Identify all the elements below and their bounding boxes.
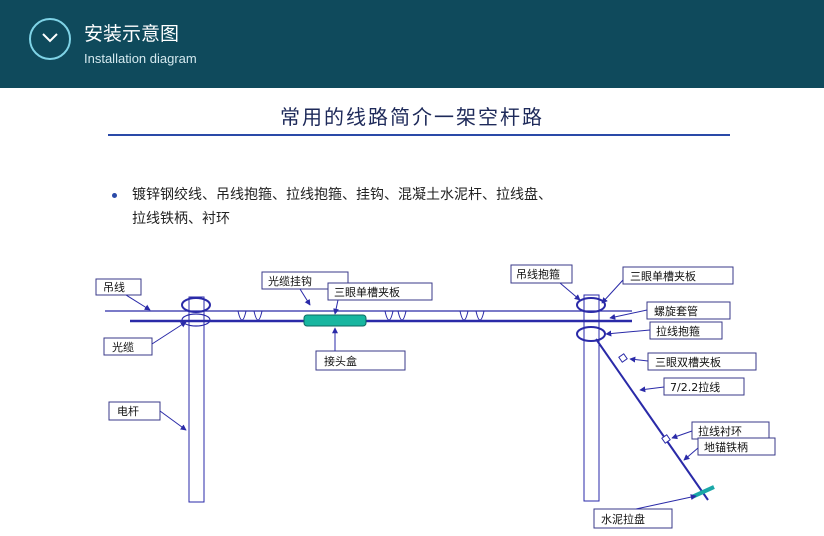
leader-line [671, 430, 693, 440]
back-button[interactable] [29, 18, 71, 60]
cable-hook-loop [475, 310, 485, 321]
bullet-text-line1: 镀锌钢绞线、吊线抱箍、拉线抱箍、挂钩、混凝土水泥杆、拉线盘、 [132, 187, 552, 203]
cable-hook-loop [384, 310, 394, 321]
label-optical-cable: 光缆 [112, 340, 134, 354]
label-pole: 电杆 [117, 404, 139, 418]
label-box [697, 437, 776, 456]
double-clamp-shape [618, 353, 628, 363]
label-box [593, 508, 673, 529]
leader-line [683, 447, 699, 461]
guy-wire-line [595, 338, 709, 501]
leader-line [635, 494, 697, 510]
label-box [103, 337, 153, 356]
leader-line [333, 299, 340, 315]
label-box [315, 350, 406, 371]
leader-line [629, 356, 649, 363]
cable-hook-loop [459, 310, 469, 321]
cable-hook-loop [253, 310, 263, 321]
label-box [510, 264, 573, 284]
left-pole [188, 296, 205, 503]
leader-line [151, 321, 187, 345]
left-wire-hoop [181, 297, 211, 313]
guy-thimble-shape [661, 434, 671, 444]
label-guy-spec: 7/2.2拉线 [670, 380, 720, 394]
label-splice-box: 接头盒 [324, 354, 357, 368]
label-anchor-plate: 水泥拉盘 [601, 512, 645, 526]
label-box [261, 271, 349, 290]
header-title: 安装示意图 [84, 23, 180, 45]
bullet-text-line2: 拉线铁柄、衬环 [132, 211, 230, 227]
label-guy-hoop: 拉线抱箍 [656, 324, 700, 338]
header-bar: 安装示意图 Installation diagram [0, 0, 824, 88]
label-box [663, 377, 745, 396]
chevron-down-icon [42, 33, 58, 43]
label-guy-thimble: 拉线衬环 [698, 424, 742, 438]
leader-line [125, 294, 151, 311]
label-anchor-rod: 地锚铁柄 [704, 440, 748, 454]
leader-line [559, 282, 581, 301]
slide-title: 常用的线路简介一架空杆路 [280, 105, 544, 129]
bullet-dot [112, 193, 117, 198]
label-screw-sleeve: 螺旋套管 [654, 304, 698, 318]
label-wire-hoop: 吊线抱箍 [516, 267, 560, 281]
right-guy-hoop [576, 326, 606, 342]
leader-line [601, 279, 624, 304]
left-cable-hoop [181, 313, 211, 327]
label-cable-hook: 光缆挂钩 [268, 274, 312, 288]
label-box [327, 282, 433, 301]
cable-hook-loop [237, 310, 247, 321]
leader-line [639, 386, 665, 393]
label-single-clamp-left: 三眼单槽夹板 [334, 285, 400, 299]
leader-line [159, 410, 187, 431]
splice-box-shape [303, 314, 367, 327]
right-wire-hoop [576, 297, 606, 313]
label-single-clamp-right: 三眼单槽夹板 [630, 269, 696, 283]
anchor-plate-shape [691, 485, 715, 499]
right-pole [583, 294, 600, 502]
leader-line [299, 288, 311, 306]
label-suspension-wire: 吊线 [103, 280, 125, 294]
label-box [622, 266, 734, 285]
label-box [647, 352, 757, 371]
label-double-clamp: 三眼双槽夹板 [655, 355, 721, 369]
title-divider [108, 134, 730, 136]
leader-line [605, 329, 651, 337]
leader-line [609, 309, 648, 320]
header-subtitle: Installation diagram [84, 51, 197, 66]
label-box [95, 278, 142, 296]
cable-hook-loop [397, 310, 407, 321]
